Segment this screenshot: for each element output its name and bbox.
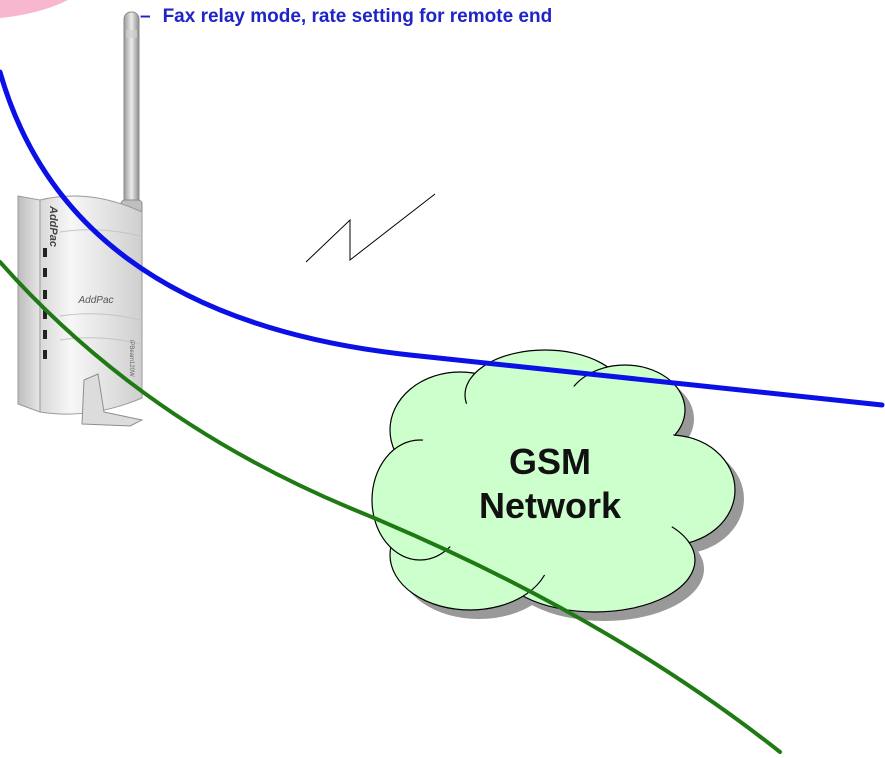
blue-annotation-curve: [0, 69, 885, 408]
bullet-marker: –: [140, 6, 151, 27]
router-led-strip: [43, 248, 47, 359]
green-annotation-curve: [0, 260, 782, 754]
antenna-icon: [120, 11, 143, 223]
router-stand: [81, 373, 144, 427]
gsm-network-label: GSM Network: [470, 440, 630, 528]
cloud-label-line2: Network: [478, 485, 622, 526]
router-side-panel: [17, 195, 41, 413]
device-model-label: iPBeam120W: [128, 340, 134, 377]
cloud-label-line1: GSM: [508, 441, 591, 482]
corner-accent-shape: [0, 0, 68, 18]
bullet-text: Fax relay mode, rate setting for remote …: [162, 6, 553, 27]
lightning-link-icon: [305, 193, 436, 263]
bullet-item: –Fax relay mode, rate setting for remote…: [140, 6, 552, 28]
device-brand-side: AddPac: [47, 205, 59, 247]
device-brand-front: AddPac: [77, 295, 113, 306]
